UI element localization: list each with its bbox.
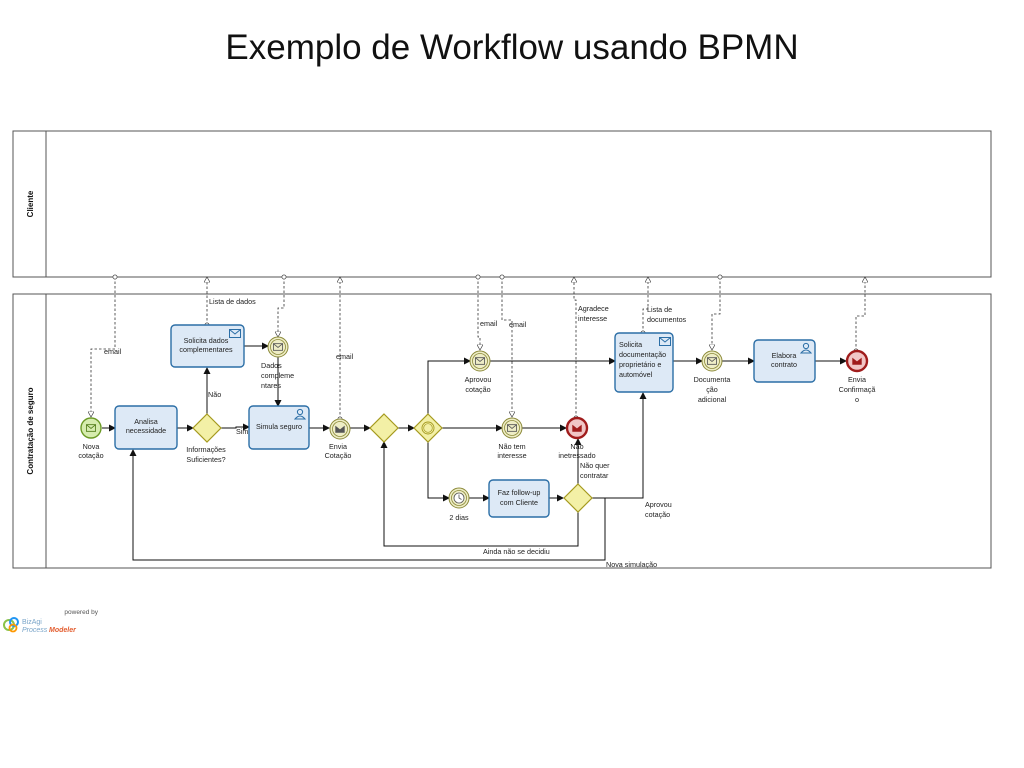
flow-label: documentos <box>647 315 687 324</box>
task-label: Elabora <box>772 351 797 360</box>
flow-label: email <box>480 319 498 328</box>
task-label: proprietário e <box>619 360 661 369</box>
page-title: Exemplo de Workflow usando BPMN <box>225 28 799 67</box>
flow-label: Lista de <box>647 305 672 314</box>
flow-label: contratar <box>580 471 609 480</box>
powered-by-text: powered by <box>64 609 98 616</box>
task-label: contrato <box>771 360 797 369</box>
task-solicita-dados[interactable]: Solicita dados complementares <box>170 324 245 368</box>
event-label: cotação <box>465 385 490 394</box>
flow-label: Agradece <box>578 304 609 313</box>
event-label: Não <box>570 442 583 451</box>
task-label: automóvel <box>619 370 653 379</box>
flow-label: Não quer <box>580 461 610 470</box>
clock-icon <box>453 492 465 504</box>
task-solicita-documentacao[interactable]: Solicita documentação proprietário e aut… <box>614 332 674 393</box>
flow-label: email <box>336 352 354 361</box>
bizagi-logo: powered by BizAgi Process Modeler <box>3 609 99 634</box>
timer-event-2-dias[interactable]: 2 dias <box>448 487 470 522</box>
flow-label: Nova simulação <box>606 560 657 569</box>
event-label: ntares <box>261 381 281 390</box>
task-analisa-necessidade[interactable]: Analisa necessidade <box>114 405 178 450</box>
task-label: Analisa <box>134 417 158 426</box>
event-label: o <box>855 395 859 404</box>
sequence-flows <box>102 342 847 561</box>
task-label: Solicita <box>619 340 642 349</box>
flow-labels: email Lista de dados email email email A… <box>104 297 687 569</box>
event-dados-complementares[interactable]: Dados compleme ntares <box>261 336 294 390</box>
pool-cliente: Cliente <box>12 130 992 278</box>
event-label: ção <box>706 385 718 394</box>
event-label: Cotação <box>325 451 352 460</box>
lane-contratacao-label: Contratação de seguro <box>26 387 35 474</box>
event-label: Envia <box>848 375 866 384</box>
gateway-follow-up-decision[interactable] <box>563 483 593 513</box>
event-label: interesse <box>497 451 526 460</box>
task-label: complementares <box>179 345 233 354</box>
event-label: compleme <box>261 371 294 380</box>
end-event-envia-confirmacao[interactable]: Envia Confirmaçã o <box>839 349 876 404</box>
task-label: com Cliente <box>500 498 538 507</box>
task-elabora-contrato[interactable]: Elabora contrato <box>753 339 816 383</box>
bizagi-logo-icon <box>3 617 19 633</box>
gateway-informacoes-suficientes[interactable]: Informações Suficientes? <box>186 413 226 464</box>
task-simula-seguro[interactable]: Simula seguro <box>248 405 310 450</box>
task-faz-follow-up[interactable]: Faz follow-up com Cliente <box>488 479 550 518</box>
gateway-label: Informações <box>186 445 226 454</box>
event-documentacao-adicional[interactable]: Documenta ção adicional <box>694 350 731 404</box>
event-aprovou-cotacao[interactable]: Aprovou cotação <box>465 350 492 394</box>
task-label: documentação <box>619 350 666 359</box>
brand-name: Modeler <box>49 627 77 634</box>
user-task-icon <box>293 408 307 420</box>
task-label: Faz follow-up <box>498 488 541 497</box>
lane-cliente-label: Cliente <box>26 190 35 217</box>
flow-label: Aprovou <box>645 500 672 509</box>
flow-label: Sim <box>236 427 248 436</box>
task-label: Solicita dados <box>184 336 229 345</box>
event-label: Dados <box>261 361 282 370</box>
event-label: Não tem <box>498 442 525 451</box>
flow-label: interesse <box>578 314 607 323</box>
event-label: Confirmaçã <box>839 385 876 394</box>
flow-label: cotação <box>645 510 670 519</box>
event-label: 2 dias <box>449 513 469 522</box>
flow-label: email <box>509 320 527 329</box>
event-label: Aprovou <box>465 375 492 384</box>
gateway-label: Suficientes? <box>186 455 225 464</box>
flow-label: Lista de dados <box>209 297 256 306</box>
event-label: adicional <box>698 395 727 404</box>
flow-label: Ainda não se decidiu <box>483 547 550 556</box>
send-message-icon <box>571 423 583 433</box>
flow-label: email <box>104 347 122 356</box>
event-label: Nova <box>83 442 100 451</box>
start-event-nova-cotacao[interactable]: Nova cotação <box>78 417 104 460</box>
user-task-icon <box>799 342 813 354</box>
event-label: Envia <box>329 442 347 451</box>
task-label: necessidade <box>126 426 166 435</box>
event-label: cotação <box>78 451 103 460</box>
event-nao-tem-interesse[interactable]: Não tem interesse <box>497 417 527 460</box>
event-gateway-icon <box>421 421 435 435</box>
send-message-icon <box>851 356 863 366</box>
gateway-event-based[interactable] <box>413 413 443 443</box>
flow-label: Não <box>208 390 221 399</box>
send-message-icon <box>334 424 346 434</box>
brand-name: BizAgi <box>22 619 42 626</box>
end-event-nao-interessado[interactable]: Não inetressado <box>558 416 596 460</box>
message-flows <box>91 277 865 419</box>
event-label: Documenta <box>694 375 731 384</box>
brand-name: Process <box>22 627 48 634</box>
task-label: Simula seguro <box>256 422 302 431</box>
event-label: inetressado <box>558 451 595 460</box>
event-envia-cotacao[interactable]: Envia Cotação <box>325 418 352 460</box>
gateway-merge[interactable] <box>369 413 399 443</box>
